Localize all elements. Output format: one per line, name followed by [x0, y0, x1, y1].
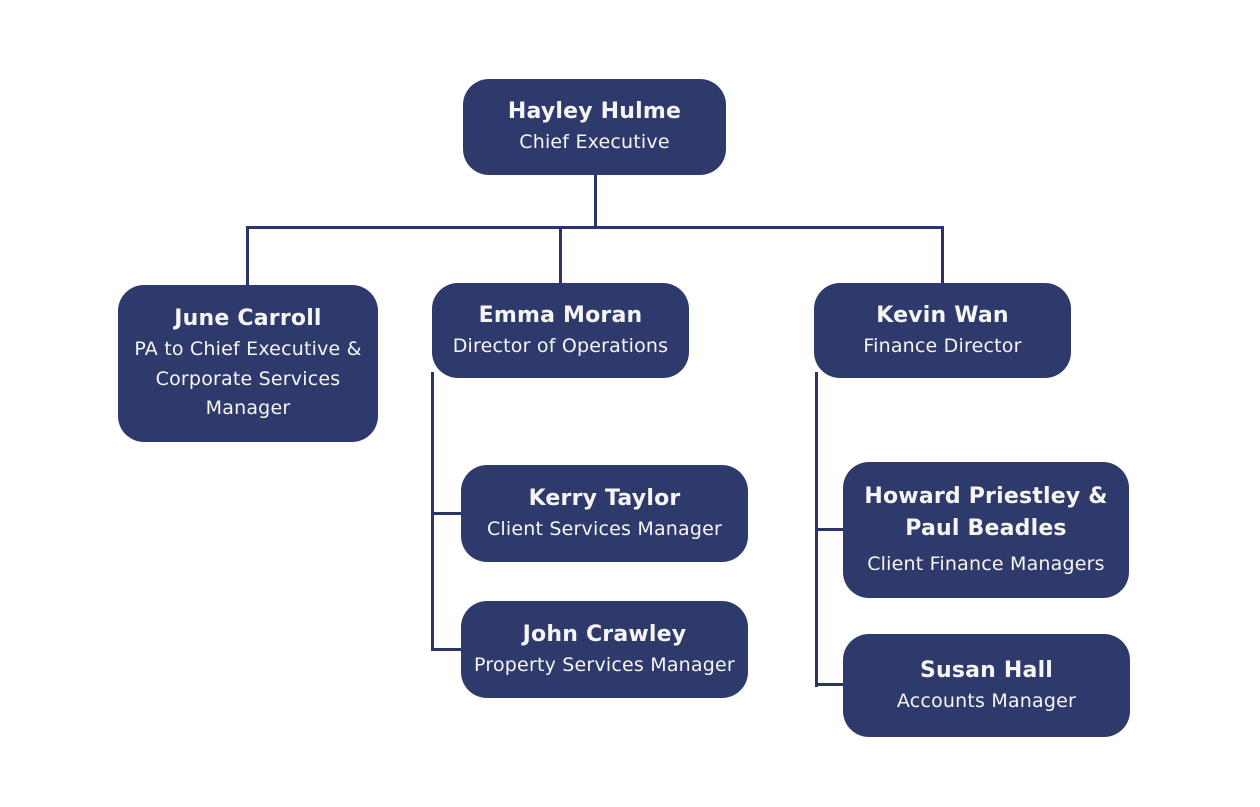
person-name: Howard Priestley & Paul Beadles: [864, 483, 1108, 541]
person-name: Hayley Hulme: [507, 99, 682, 125]
connector-stub-howard: [815, 528, 845, 531]
person-name: Emma Moran: [478, 302, 643, 328]
connector-drop-june: [246, 226, 249, 286]
person-title: PA to Chief Executive & Corporate Servic…: [134, 338, 362, 420]
person-title: Client Services Manager: [486, 517, 723, 540]
person-name: Kerry Taylor: [528, 485, 681, 511]
person-title: Director of Operations: [452, 334, 669, 357]
connector-emma-vertical: [431, 372, 434, 651]
person-title: Chief Executive: [519, 131, 670, 154]
person-name: Kevin Wan: [876, 302, 1009, 328]
node-client-services-manager: Kerry Taylor Client Services Manager: [461, 465, 748, 562]
node-operations-director: Emma Moran Director of Operations: [432, 283, 689, 378]
connector-level2-horizontal: [246, 226, 944, 229]
node-chief-executive: Hayley Hulme Chief Executive: [463, 79, 726, 175]
person-name: June Carroll: [174, 306, 322, 332]
node-finance-director: Kevin Wan Finance Director: [814, 283, 1071, 378]
person-name: John Crawley: [522, 621, 687, 647]
connector-ceo-stem: [594, 175, 597, 229]
node-pa-corporate-services: June Carroll PA to Chief Executive & Cor…: [118, 285, 378, 442]
node-client-finance-managers: Howard Priestley & Paul Beadles Client F…: [843, 462, 1129, 598]
person-title: Property Services Manager: [474, 653, 735, 676]
person-title: Client Finance Managers: [867, 552, 1105, 575]
person-title: Accounts Manager: [896, 689, 1077, 712]
connector-stub-kerry: [431, 512, 462, 515]
person-title: Finance Director: [863, 334, 1022, 357]
connector-stub-john: [431, 648, 462, 651]
node-accounts-manager: Susan Hall Accounts Manager: [843, 634, 1130, 737]
person-name: Susan Hall: [919, 657, 1054, 683]
node-property-services-manager: John Crawley Property Services Manager: [461, 601, 748, 698]
connector-drop-kevin: [941, 226, 944, 284]
connector-drop-emma: [559, 226, 562, 284]
connector-stub-susan: [815, 683, 845, 686]
